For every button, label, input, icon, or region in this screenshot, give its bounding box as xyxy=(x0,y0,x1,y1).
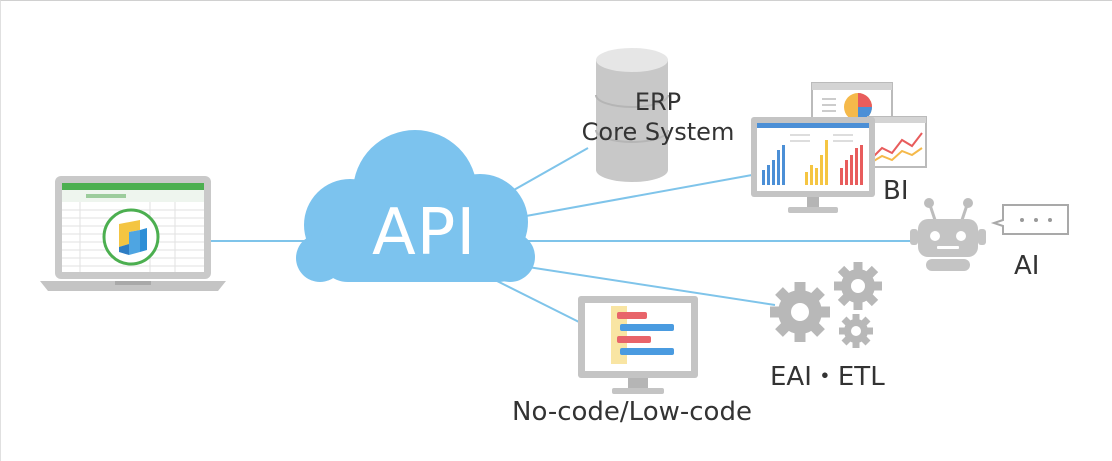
ai-label: AI xyxy=(1014,251,1040,281)
nocode-monitor-icon xyxy=(578,296,698,394)
app-logo-icon xyxy=(102,208,160,266)
eai-etl-label: EAI・ETL xyxy=(770,362,885,392)
bi-label: BI xyxy=(883,176,909,206)
connector-lines xyxy=(210,147,915,326)
bi-dashboard-icon xyxy=(751,82,927,213)
gears-icon xyxy=(770,262,882,348)
api-hub-label: API xyxy=(372,196,477,270)
connector-bi xyxy=(514,174,753,219)
connector-erp xyxy=(504,147,589,196)
erp-label: ERP Core System xyxy=(563,87,753,147)
database-icon xyxy=(595,48,669,182)
speech-bubble-icon xyxy=(990,204,1069,235)
nocode-label: No-code/Low-code xyxy=(512,397,752,427)
laptop-icon xyxy=(40,176,226,291)
erp-label-line1: ERP xyxy=(634,88,682,116)
erp-label-line2: Core System xyxy=(581,118,735,146)
api-cloud-icon xyxy=(296,130,535,282)
robot-icon xyxy=(910,198,986,271)
connector-eai xyxy=(514,264,776,306)
connector-nocode xyxy=(494,279,586,326)
